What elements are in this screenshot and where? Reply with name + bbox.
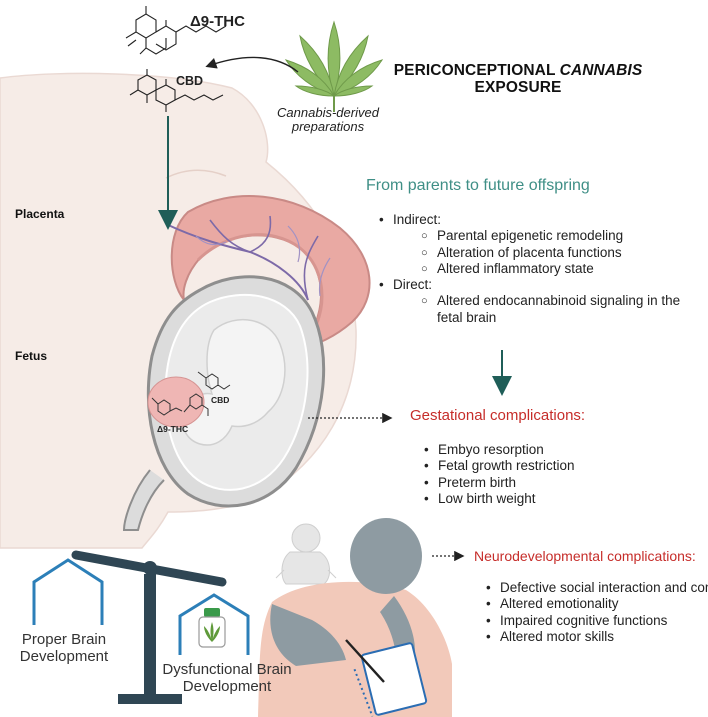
list-item: Defective social interaction and communi… (486, 580, 708, 597)
direct-label: Direct: (393, 277, 433, 293)
list-item: Low birth weight (424, 491, 575, 508)
dysfunctional-brain-label: Dysfunctional Brain Development (162, 661, 292, 695)
neuro-list: Defective social interaction and communi… (486, 580, 708, 645)
cannabis-leaf-icon (284, 20, 384, 112)
indirect-label: Indirect: (393, 212, 442, 227)
cannabis-jar-icon (198, 608, 226, 648)
baby-icon (275, 523, 337, 585)
list-item: Parental epigenetic remodeling (421, 228, 708, 245)
direct-sublist: Altered endocannabinoid signaling in the… (393, 293, 681, 326)
fetal-cbd-label: CBD (211, 395, 230, 405)
parents-heading: From parents to future offspring (366, 177, 590, 194)
gestational-heading: Gestational complications: (410, 407, 586, 424)
cbd-label: CBD (176, 74, 204, 88)
placenta-label: Placenta (15, 207, 65, 221)
diagram-title: PERICONCEPTIONAL CANNABIS EXPOSURE (393, 62, 643, 96)
indirect-sublist: Parental epigenetic remodeling Alteratio… (393, 228, 708, 277)
list-item: Fetal growth restriction (424, 458, 575, 475)
notebook-icon (345, 639, 428, 717)
cbd-molecule-icon (129, 69, 224, 112)
list-item: Indirect: Parental epigenetic remodeling… (379, 212, 708, 277)
list-item: Embyo resorption (424, 442, 575, 459)
neuro-heading: Neurodevelopmental complications: (474, 548, 696, 564)
house-outline-icon (32, 558, 104, 625)
fetus-label: Fetus (15, 349, 48, 363)
parents-effects-list: Indirect: Parental epigenetic remodeling… (379, 212, 708, 326)
cannabis-preparations-label: Cannabis-derived preparations (277, 105, 379, 134)
list-item: Altered endocannabinoid signaling in the… (421, 293, 681, 326)
gestational-list: Embyo resorption Fetal growth restrictio… (424, 442, 575, 507)
preparation-to-molecule-arrow (205, 56, 299, 73)
list-item: Impaired cognitive functions (486, 613, 708, 630)
scale-icon (71, 550, 227, 704)
list-item: Altered motor skills (486, 629, 708, 646)
list-item: Alteration of placenta functions (421, 245, 708, 262)
list-item: Preterm birth (424, 475, 575, 492)
list-item: Altered emotionality (486, 596, 708, 613)
thc-molecule-icon (125, 6, 227, 55)
placenta-illustration (165, 195, 371, 350)
proper-brain-label: Proper Brain Development (19, 631, 109, 665)
thc-label: Δ9-THC (190, 13, 245, 30)
molecule-icon (151, 371, 231, 416)
list-item: Direct: Altered endocannabinoid signalin… (379, 277, 708, 326)
house-outline-icon (178, 593, 250, 655)
uterus-illustration (122, 275, 326, 531)
list-item: Altered inflammatory state (421, 261, 708, 278)
fetal-thc-label: Δ9-THC (157, 424, 189, 434)
